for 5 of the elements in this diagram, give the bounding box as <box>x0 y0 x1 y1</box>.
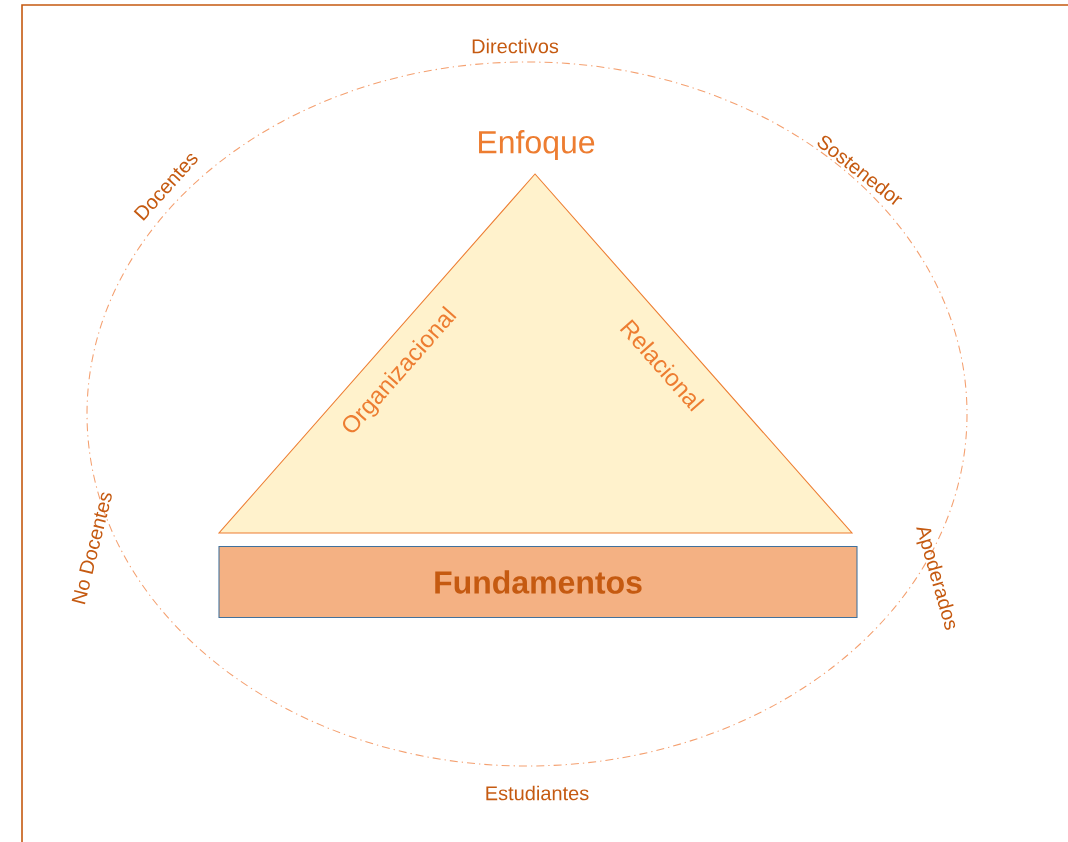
ring-label: Directivos <box>472 38 559 54</box>
base-box: Fundamentos <box>218 545 858 619</box>
ring-label: Estudiantes <box>486 785 589 801</box>
heading: Enfoque <box>479 130 595 160</box>
ring-label: No Docentes <box>71 492 112 605</box>
